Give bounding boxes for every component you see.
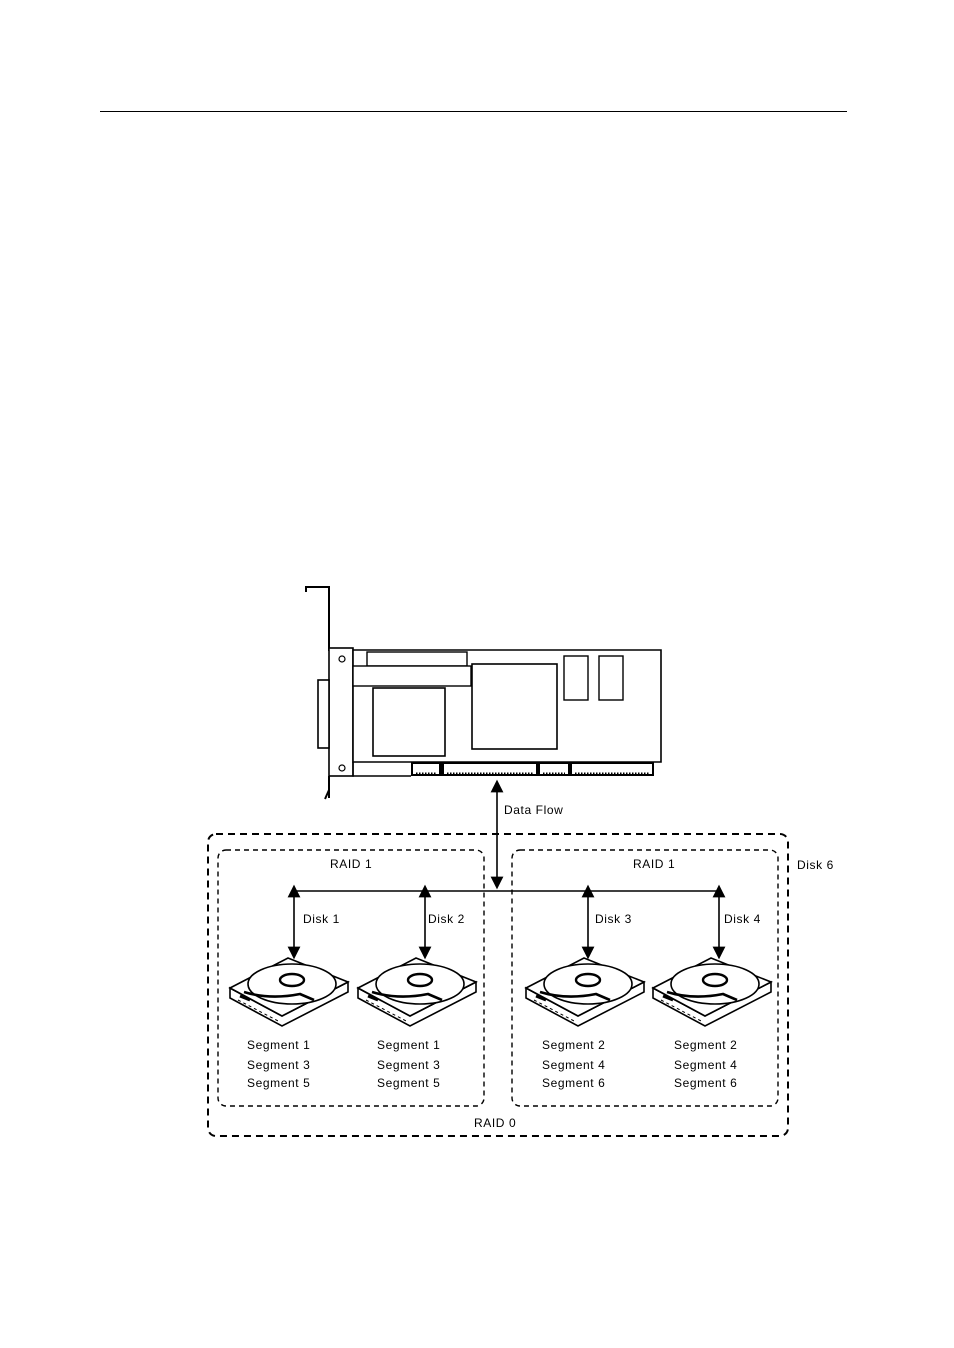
disk-1-label: Disk 1 (303, 912, 340, 926)
raid1-left-group-box (217, 849, 485, 1107)
hard-drive-icon (651, 956, 773, 1028)
disk-4-segment: Segment 6 (674, 1076, 737, 1090)
disk-4-segment: Segment 4 (674, 1058, 737, 1072)
disk-2-segment: Segment 3 (377, 1058, 440, 1072)
raid-controller-card (305, 586, 662, 800)
disk-4-segment: Segment 2 (674, 1038, 737, 1052)
raid0-group-box (207, 833, 789, 1137)
disk-1-segment: Segment 5 (247, 1076, 310, 1090)
disk-2-segment: Segment 1 (377, 1038, 440, 1052)
disk-3-segment: Segment 4 (542, 1058, 605, 1072)
disk-1-segment: Segment 1 (247, 1038, 310, 1052)
hard-drive-icon (524, 956, 646, 1028)
disk-3-label: Disk 3 (595, 912, 632, 926)
disk-2-segment: Segment 5 (377, 1076, 440, 1090)
outer-disk-label: Disk 6 (797, 858, 834, 872)
hard-drive-icon (356, 956, 478, 1028)
disk-1-segment: Segment 3 (247, 1058, 310, 1072)
raid0-label: RAID 0 (474, 1116, 516, 1130)
raid1-right-label: RAID 1 (633, 857, 675, 871)
disk-3-segment: Segment 2 (542, 1038, 605, 1052)
disk-4-label: Disk 4 (724, 912, 761, 926)
header-rule (100, 111, 847, 112)
disk-3-segment: Segment 6 (542, 1076, 605, 1090)
hard-drive-icon (228, 956, 350, 1028)
disk-2-label: Disk 2 (428, 912, 465, 926)
raid1-right-group-box (511, 849, 779, 1107)
data-flow-label: Data Flow (504, 803, 563, 817)
raid1-left-label: RAID 1 (330, 857, 372, 871)
